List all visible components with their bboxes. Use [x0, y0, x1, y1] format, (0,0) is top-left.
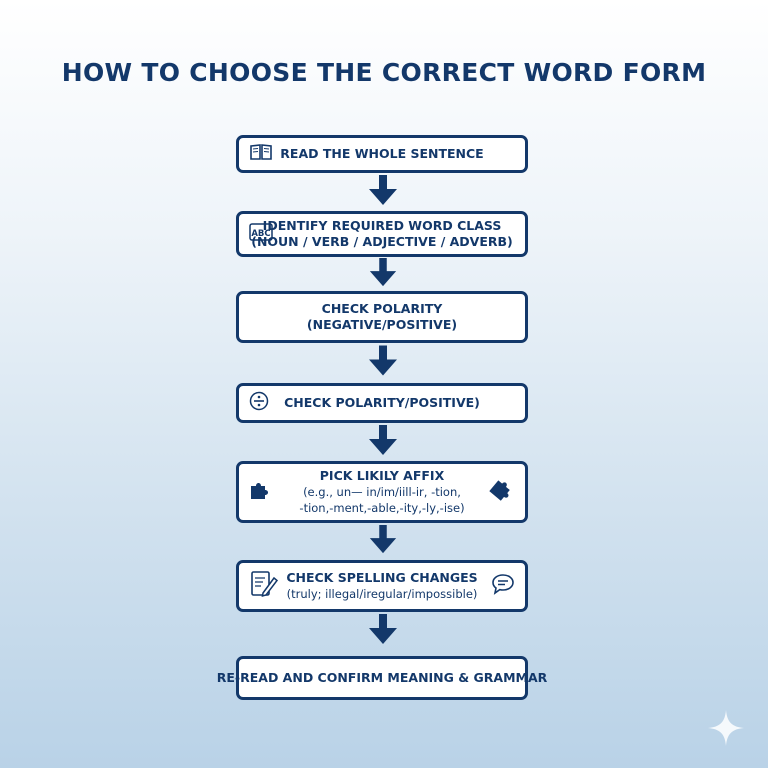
open-book-icon [249, 143, 273, 165]
arrow-down-icon [369, 258, 397, 287]
step-line: CHECK POLARITY [321, 301, 443, 316]
step-line: (truly; illegal/iregular/impossible) [286, 587, 478, 601]
step-line: PICK LIKILY AFFIX [319, 468, 445, 483]
division-icon [249, 391, 269, 415]
puzzle-piece-icon [249, 479, 271, 505]
step-line: RE-READ AND CONFIRM MEANING & GRAMMAR [216, 670, 548, 685]
step-line: -tion,-ment,-able,-ity,-ly,-ise) [299, 501, 465, 515]
step-check-spelling: CHECK SPELLING CHANGES (truly; illegal/i… [236, 560, 528, 612]
arrow-down-icon [369, 425, 397, 455]
step-line: (e.g., un— in/im/iill-ir, -tion, [303, 485, 461, 499]
step-pick-affix: PICK LIKILY AFFIX (e.g., un— in/im/iill-… [236, 461, 528, 523]
svg-text:ABC: ABC [251, 229, 270, 239]
page-title: HOW TO CHOOSE THE CORRECT WORD FORM [61, 58, 707, 87]
arrow-down-icon [369, 345, 397, 376]
step-line: READ THE WHOLE SENTENCE [280, 146, 484, 161]
abc-icon: ABC [249, 223, 273, 245]
arrow-down-icon [369, 175, 397, 205]
step-line: IDENTIFY REQUIRED WORD CLASS [262, 218, 502, 233]
arrow-down-icon [369, 614, 397, 644]
step-line: CHECK SPELLING CHANGES [286, 570, 478, 585]
step-identify-word-class: ABC IDENTIFY REQUIRED WORD CLASS (NOUN /… [236, 211, 528, 257]
step-check-polarity: CHECK POLARITY (NEGATIVE/POSITIVE) [236, 291, 528, 343]
puzzle-piece-icon [489, 477, 515, 507]
step-check-polarity-positive: CHECK POLARITY/POSITIVE) [236, 383, 528, 423]
step-line: CHECK POLARITY/POSITIVE) [284, 395, 480, 410]
speech-bubble-icon [491, 573, 515, 599]
step-reread-confirm: RE-READ AND CONFIRM MEANING & GRAMMAR [217, 656, 547, 700]
sparkle-icon [708, 710, 744, 746]
step-line: (NOUN / VERB / ADJECTIVE / ADVERB) [251, 234, 513, 249]
document-pencil-icon [249, 569, 279, 603]
arrow-down-icon [369, 525, 397, 554]
step-read-sentence: READ THE WHOLE SENTENCE [236, 135, 528, 173]
step-line: (NEGATIVE/POSITIVE) [306, 317, 458, 332]
